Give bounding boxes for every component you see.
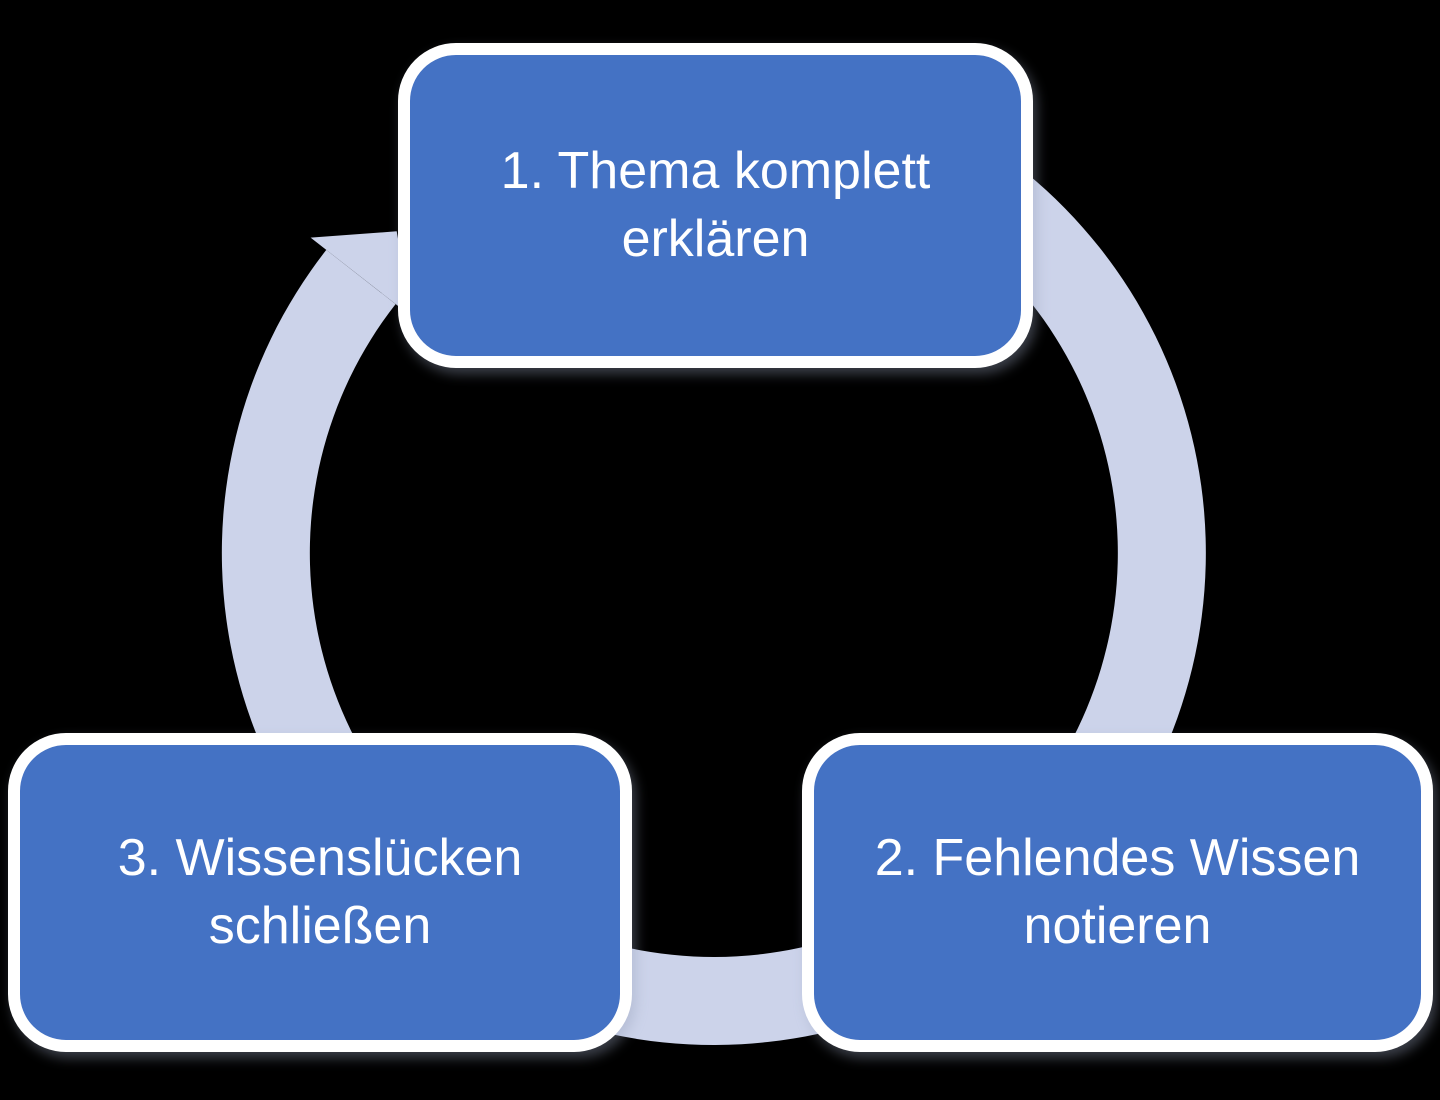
cycle-node-3: 3. Wissenslücken schließen (8, 733, 632, 1052)
cycle-node-3-label: 3. Wissenslücken schließen (117, 828, 523, 955)
cycle-node-2: 2. Fehlendes Wissen notieren (802, 733, 1433, 1052)
cycle-node-1-label: 1. Thema komplett erklären (500, 141, 931, 268)
cycle-arrow-head-icon (310, 231, 412, 317)
cycle-node-2-label: 2. Fehlendes Wissen notieren (874, 828, 1361, 955)
cycle-node-1: 1. Thema komplett erklären (398, 43, 1033, 368)
